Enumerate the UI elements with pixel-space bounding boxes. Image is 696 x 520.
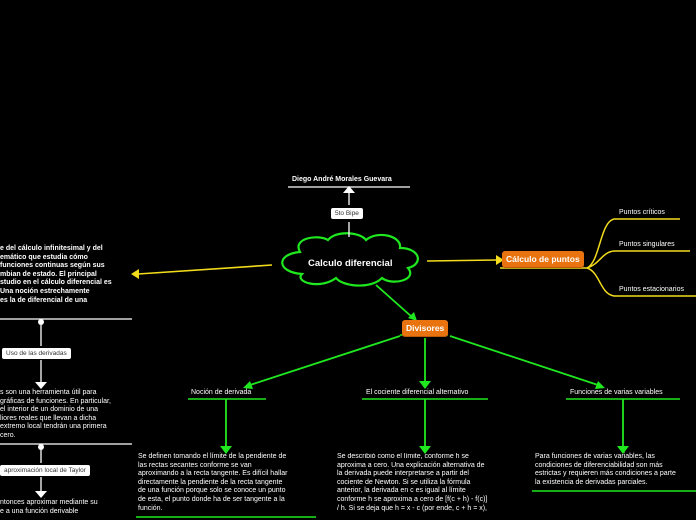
multivar-title[interactable]: Funciones de varias variables	[570, 389, 663, 396]
derivative-notion-text: Se definen tomando el límite de la pendi…	[138, 453, 288, 512]
alt-quotient-title[interactable]: El cociente diferencial alternativo	[366, 389, 469, 396]
multivar-text: Para funciones de varias variables, las …	[535, 453, 676, 486]
derivative-notion-title[interactable]: Noción de derivada	[191, 389, 252, 396]
definition-text: e del cálculo infinitesimal y del emátic…	[0, 245, 112, 304]
central-cloud-shape	[281, 232, 419, 287]
divisores-node[interactable]: Divisores	[402, 320, 449, 336]
author-name[interactable]: Diego André Morales Guevara	[292, 176, 392, 183]
singular-points[interactable]: Puntos singulares	[619, 241, 675, 248]
group-label[interactable]: 5to Bipe	[331, 208, 363, 219]
stationary-points[interactable]: Puntos estacionarios	[619, 286, 684, 293]
uses-derivatives-text: s son una herramienta útil para gráficas…	[0, 389, 111, 439]
taylor-text: ntonces aproximar mediante su e a una fu…	[0, 499, 98, 515]
critical-points[interactable]: Puntos críticos	[619, 209, 665, 216]
calc-points-node[interactable]: Cálculo de puntos	[502, 251, 584, 267]
taylor-label[interactable]: aproximación local de Taylor	[0, 465, 90, 476]
uses-derivatives-label[interactable]: Uso de las derivadas	[2, 348, 71, 359]
central-topic[interactable]: Calculo diferencial	[308, 258, 393, 269]
alt-quotient-text: Se describió como el límite, conforme h …	[337, 453, 488, 512]
